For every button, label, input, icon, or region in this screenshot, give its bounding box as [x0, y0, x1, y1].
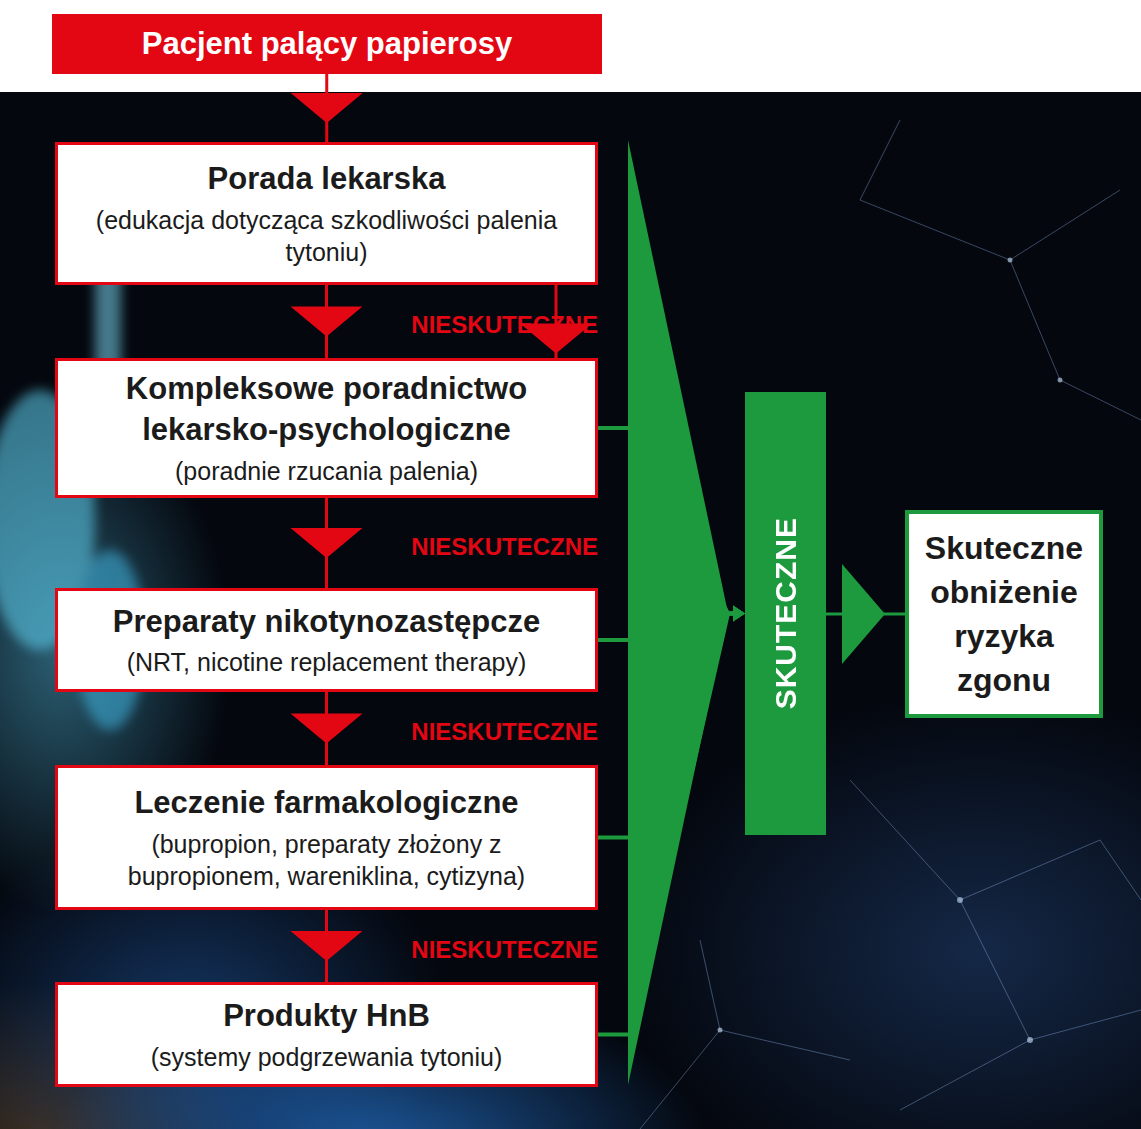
start-banner: Pacjent palący papierosy: [52, 14, 602, 74]
node-subtitle: (systemy podgrzewania tytoniu): [151, 1041, 503, 1073]
arrow-head: [733, 606, 745, 622]
network-dot: [718, 1028, 723, 1033]
connector-line: [598, 614, 735, 838]
node-subtitle: (poradnie rzucania palenia): [175, 455, 478, 487]
network-line: [640, 940, 850, 1129]
process-box: Produkty HnB (systemy podgrzewania tytoni…: [55, 982, 598, 1087]
arrow-head: [842, 564, 885, 664]
node-title: Skuteczne obniżenie ryzyka zgonu: [917, 526, 1091, 703]
arrow-head: [733, 606, 745, 622]
connector: [291, 910, 363, 982]
connector: [291, 498, 363, 588]
arrow-head: [733, 606, 745, 622]
arrow-head: [291, 931, 363, 961]
node-subtitle: (edukacja dotycząca szkodliwości palenia…: [72, 204, 581, 268]
node-subtitle: (NRT, nicotine replacement therapy): [127, 646, 527, 678]
process-box: Porada lekarska(edukacja dotycząca szkod…: [55, 142, 598, 285]
arrow-head: [291, 714, 363, 744]
network-dot: [1008, 258, 1013, 263]
connector: [291, 285, 363, 358]
node-subtitle: (bupropion, preparaty złożony z bupropio…: [72, 828, 581, 892]
connector-line: [598, 614, 735, 641]
result-bar: SKUTECZNE: [745, 392, 826, 835]
edge-label: NIESKUTECZNE: [411, 534, 598, 560]
node-title: SKUTECZNE: [769, 517, 803, 709]
edge-label: NIESKUTECZNE: [411, 937, 598, 963]
connector: [598, 606, 745, 1035]
connector: [826, 564, 905, 664]
node-title: Pacjent palący papierosy: [142, 25, 512, 62]
connector: [598, 428, 745, 622]
arrow-head: [291, 93, 363, 123]
process-box: Preparaty nikotynozastępcze(NRT, nicotin…: [55, 588, 598, 692]
connector: [291, 692, 363, 765]
network-line: [850, 780, 1141, 1110]
node-title: Porada lekarska: [208, 159, 446, 200]
arrow-head: [291, 528, 363, 558]
node-title: Kompleksowe poradnictwo lekarsko-psychol…: [72, 369, 581, 451]
edge-label: NIESKUTECZNE: [411, 312, 598, 338]
connector-line: [598, 614, 735, 1035]
arrow-head: [733, 606, 745, 622]
process-box: Leczenie farmakologiczne(bupropion, prep…: [55, 765, 598, 910]
node-title: Leczenie farmakologiczne: [134, 783, 518, 824]
network-line: [860, 120, 1141, 420]
edge-label: NIESKUTECZNE: [411, 719, 598, 745]
merge-arrow: [628, 140, 728, 1085]
process-box: Kompleksowe poradnictwo lekarsko-psychol…: [55, 358, 598, 498]
network-dot: [957, 897, 963, 903]
connector: [291, 74, 363, 142]
network-dot: [1058, 378, 1063, 383]
arrow-head: [291, 307, 363, 337]
node-title: Produkty HnB: [223, 996, 430, 1037]
connector-line: [598, 428, 735, 614]
outcome-box: Skuteczne obniżenie ryzyka zgonu: [905, 510, 1103, 718]
network-dot: [1027, 1037, 1033, 1043]
node-title: Preparaty nikotynozastępcze: [113, 602, 540, 643]
